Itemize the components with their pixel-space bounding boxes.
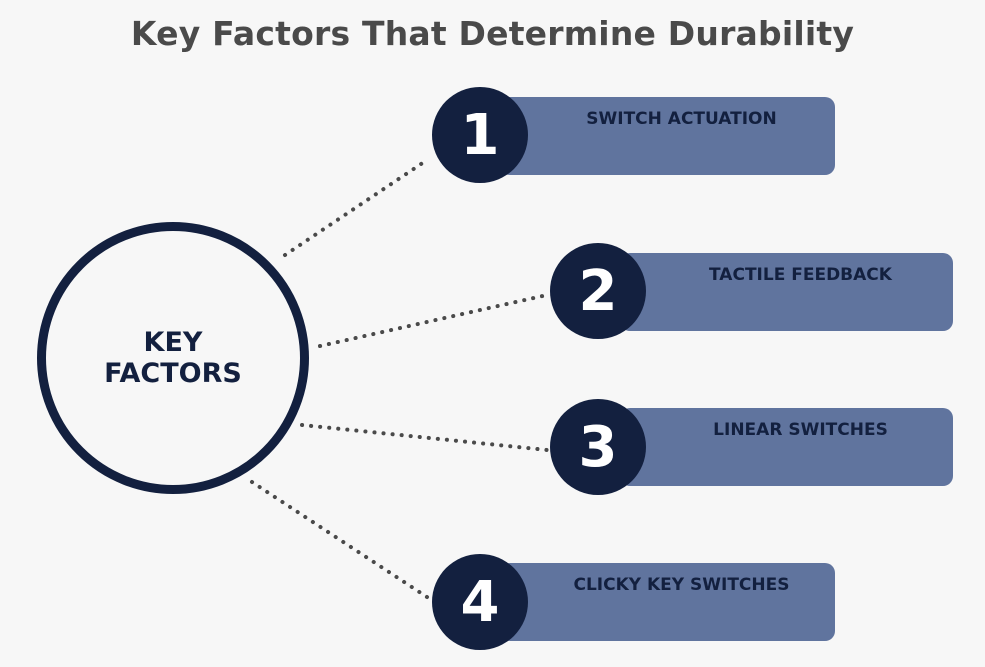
- connector-4: [250, 480, 429, 599]
- factor-label-3: LINEAR SWITCHES: [713, 420, 888, 440]
- factor-box-4: CLICKY KEY SWITCHES: [500, 563, 835, 641]
- connector-1: [283, 158, 429, 257]
- page-title: Key Factors That Determine Durability: [130, 14, 855, 53]
- factor-label-4: CLICKY KEY SWITCHES: [573, 575, 790, 595]
- factor-number-badge-3: 3: [550, 399, 646, 495]
- connector-2: [318, 293, 549, 348]
- factor-number-badge-2: 2: [550, 243, 646, 339]
- factor-number-badge-4: 4: [432, 554, 528, 650]
- factor-label-2: TACTILE FEEDBACK: [709, 265, 892, 285]
- factor-box-2: TACTILE FEEDBACK: [620, 253, 953, 331]
- hub-line-1: KEY: [143, 327, 203, 358]
- hub-line-2: FACTORS: [104, 358, 242, 389]
- connector-3: [300, 423, 549, 452]
- factor-label-1: SWITCH ACTUATION: [586, 109, 777, 129]
- factor-box-1: SWITCH ACTUATION: [500, 97, 835, 175]
- factor-number-badge-1: 1: [432, 87, 528, 183]
- factor-box-3: LINEAR SWITCHES: [620, 408, 953, 486]
